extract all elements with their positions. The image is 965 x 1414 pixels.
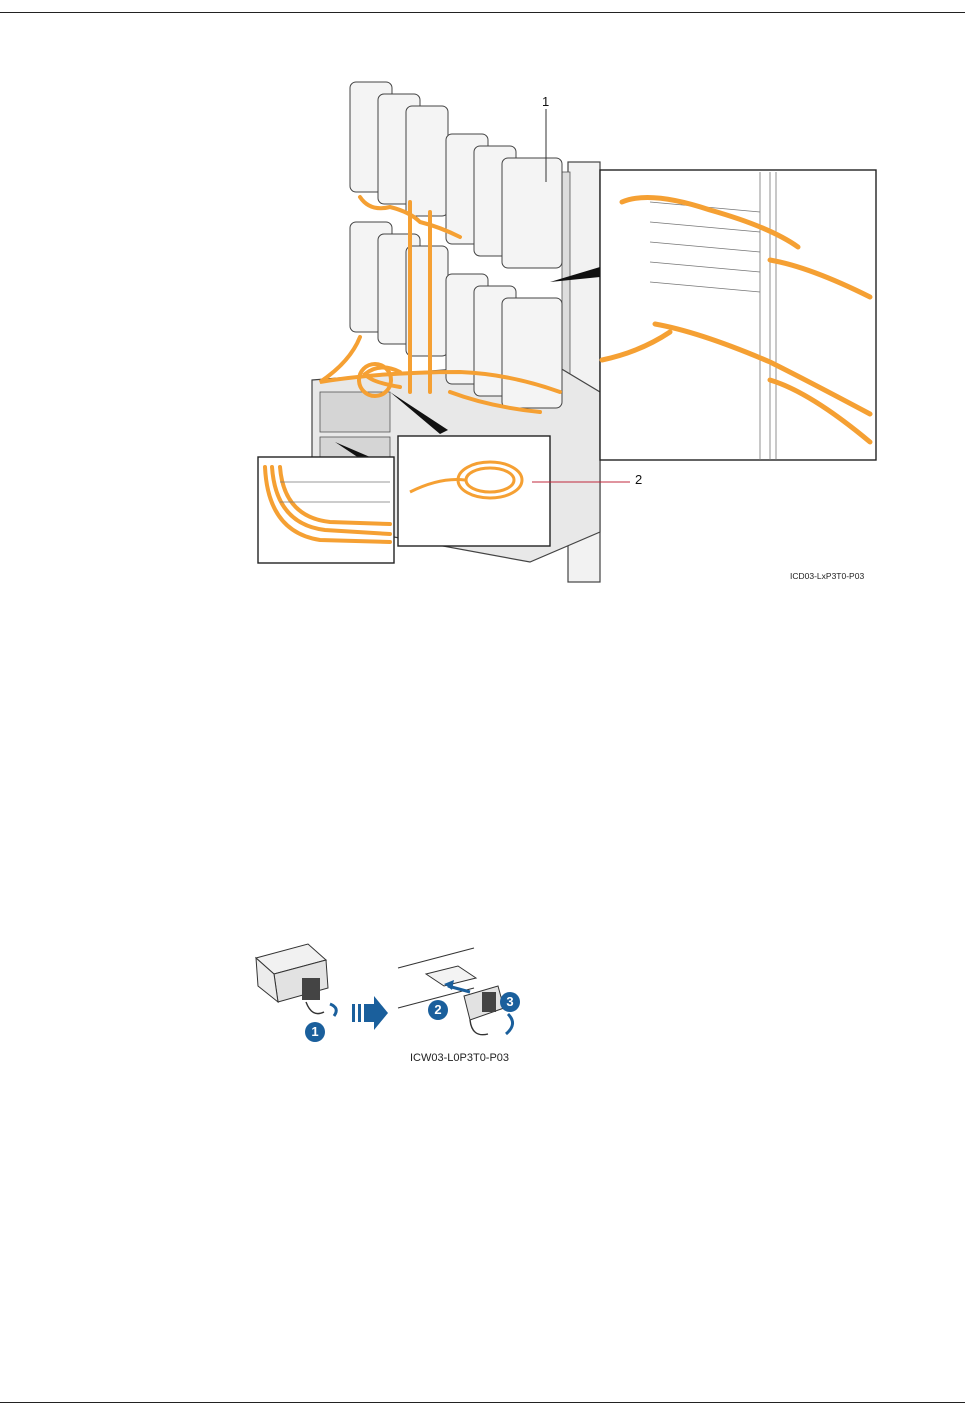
step-1-badge: 1	[305, 1022, 325, 1042]
step-3-badge: 3	[500, 992, 520, 1012]
figure-caption-bottom: ICW03-L0P3T0-P03	[410, 1052, 509, 1064]
optical-module-latch-illustration	[248, 938, 538, 1070]
cabinet-fiber-routing-illustration	[250, 62, 890, 594]
footer-rule	[0, 1402, 965, 1403]
figure-caption-top: ICD03-LxP3T0-P03	[790, 571, 864, 581]
header-rule	[0, 12, 965, 13]
callout-1: 1	[542, 94, 549, 109]
callout-2: 2	[635, 472, 642, 487]
step-2-badge: 2	[428, 1000, 448, 1020]
